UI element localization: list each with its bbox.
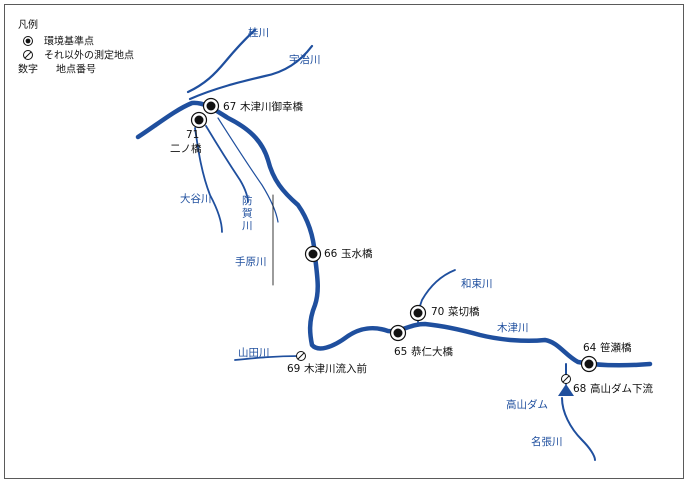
- river-bouga: [205, 125, 249, 203]
- river-kizugawa-main: [135, 100, 653, 368]
- map-frame: [4, 4, 684, 479]
- station-name-67: 木津川御幸橋: [240, 100, 303, 113]
- dam-icon: [558, 384, 574, 396]
- river-labels: 桂川 宇治川 大谷川 防 賀 川 手原川 山田川 和束川 木津川 名張川 高山ダ…: [180, 26, 563, 448]
- river-label-tehara: 手原川: [235, 255, 267, 268]
- other-measurement-point-icon-slash: [24, 51, 32, 59]
- dam-label: 高山ダム: [506, 398, 548, 411]
- river-uji: [188, 44, 314, 101]
- river-tehara: [217, 117, 279, 223]
- river-label-bouga: 防 賀 川: [242, 194, 256, 232]
- river-nabari: [561, 397, 596, 461]
- environment-point-icon-core: [393, 328, 403, 338]
- station-number-70: 70: [431, 306, 444, 318]
- legend-label-environment: 環境基準点: [44, 35, 94, 48]
- station-number-71: 71: [186, 129, 199, 141]
- station-name-65: 恭仁大橋: [411, 345, 453, 358]
- station-number-68: 68: [573, 383, 586, 395]
- station-number-66: 66: [324, 248, 338, 260]
- legend-item-other: それ以外の測定地点: [23, 49, 134, 62]
- station-number-67: 67: [223, 101, 236, 113]
- environment-point-icon-core: [584, 359, 594, 369]
- rivers: [135, 28, 653, 461]
- station-66[interactable]: [304, 245, 322, 263]
- other-point-icon-slash: [562, 375, 570, 383]
- station-69[interactable]: [296, 351, 306, 361]
- station-name-66: 玉水橋: [341, 247, 373, 260]
- river-label-uji: 宇治川: [289, 53, 321, 66]
- environment-point-icon-core: [206, 101, 216, 111]
- river-yamada: [234, 355, 301, 361]
- river-label-bouga-char-1: 防: [242, 194, 253, 207]
- station-65[interactable]: [389, 324, 407, 342]
- river-label-kizugawa: 木津川: [497, 322, 529, 334]
- river-label-yamada: 山田川: [238, 347, 270, 359]
- river-label-oya: 大谷川: [180, 192, 212, 205]
- river-label-bouga-char-2: 賀: [242, 208, 253, 220]
- station-number-69: 69: [287, 363, 300, 375]
- station-67[interactable]: [202, 97, 220, 115]
- environment-point-icon-core: [413, 308, 423, 318]
- station-name-64: 笹瀬橋: [600, 341, 632, 354]
- legend: 凡例 環境基準点 それ以外の測定地点 数字 地点番号: [18, 18, 134, 76]
- river-oya: [194, 127, 223, 233]
- station-64[interactable]: [580, 355, 598, 373]
- river-label-bouga-char-3: 川: [242, 220, 253, 232]
- environment-reference-point-icon-core: [25, 38, 31, 44]
- legend-item-environment: 環境基準点: [23, 35, 94, 48]
- legend-title: 凡例: [18, 18, 38, 31]
- river-katsura: [186, 28, 257, 94]
- station-70[interactable]: [409, 304, 427, 322]
- river-label-katsura: 桂川: [248, 26, 269, 39]
- station-68[interactable]: [561, 374, 571, 384]
- river-label-wazuka: 和束川: [461, 278, 493, 290]
- station-name-68: 高山ダム下流: [590, 382, 653, 395]
- station-name-69: 木津川流入前: [304, 362, 367, 375]
- legend-number-symbol: 数字: [18, 63, 38, 76]
- dam-marker: [558, 384, 574, 396]
- station-number-64: 64: [583, 342, 597, 354]
- other-point-icon-slash: [297, 352, 305, 360]
- station-name-71: 二ノ橋: [170, 142, 202, 155]
- station-name-70: 菜切橋: [448, 305, 480, 318]
- river-label-nabari: 名張川: [531, 435, 563, 448]
- legend-item-number: 数字 地点番号: [18, 63, 96, 76]
- station-labels: 67 木津川御幸橋 71 二ノ橋 66 玉水橋 70 菜切橋 65 恭仁大橋 6…: [170, 100, 653, 395]
- environment-point-icon-core: [194, 115, 204, 125]
- station-number-65: 65: [394, 346, 407, 358]
- legend-label-number: 地点番号: [56, 63, 96, 76]
- station-71[interactable]: [190, 111, 208, 129]
- station-markers: [190, 97, 598, 384]
- environment-point-icon-core: [308, 249, 318, 259]
- legend-label-other: それ以外の測定地点: [44, 49, 134, 62]
